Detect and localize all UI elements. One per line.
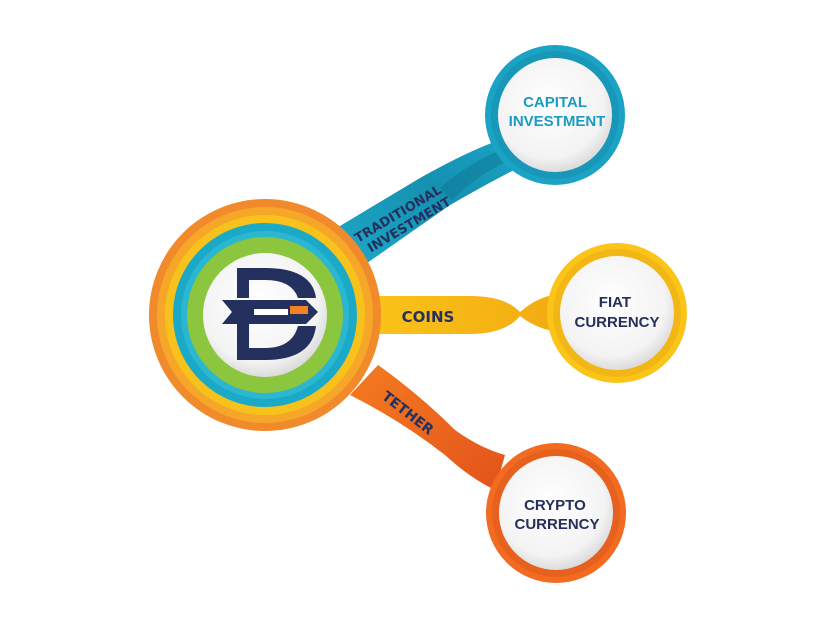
svg-text:CAPITAL INVESTMENT: CAPITAL INVESTMENT — [509, 94, 606, 130]
node-label-line1: CAPITAL — [523, 94, 587, 111]
node-label-line2: CURRENCY — [514, 516, 599, 533]
svg-text:CRYPTO CURRENCY: CRYPTO CURRENCY — [514, 497, 599, 533]
node-label-line2: CURRENCY — [574, 314, 659, 331]
svg-text:FIAT CURRENCY: FIAT CURRENCY — [574, 294, 659, 331]
center-hub — [149, 199, 381, 431]
ribbon-coins: COINS — [362, 294, 560, 334]
stylized-letter-d-logo-icon — [222, 268, 318, 360]
node-label-line1: CRYPTO — [524, 497, 586, 514]
node-label-line1: FIAT — [599, 294, 631, 311]
node-crypto-currency: CRYPTO CURRENCY — [486, 443, 626, 583]
node-label-line2: INVESTMENT — [509, 113, 606, 130]
node-capital-investment: CAPITAL INVESTMENT — [485, 45, 625, 185]
ribbon-tether: TETHER — [350, 365, 505, 490]
ribbon-label-coins: COINS — [402, 308, 455, 326]
node-fiat-currency: FIAT CURRENCY — [547, 243, 687, 383]
